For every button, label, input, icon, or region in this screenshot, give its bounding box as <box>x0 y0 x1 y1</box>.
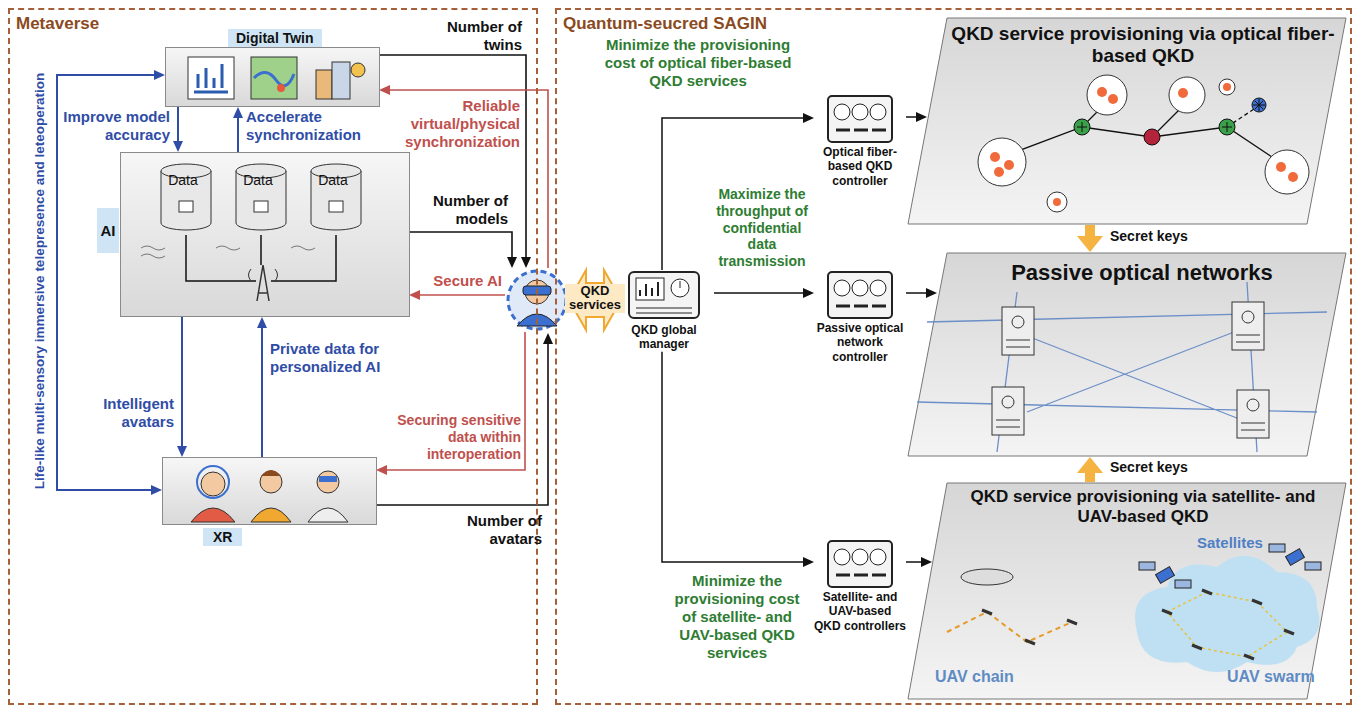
box-heading: XR <box>203 528 242 546</box>
edge-label: Intelligent avatars <box>62 395 174 431</box>
box-heading: AI <box>97 208 119 253</box>
edge-label: Minimize the provisioning cost of optica… <box>598 36 798 90</box>
flow-label: Secure AI <box>420 272 502 290</box>
edge-label: Life-like multi-sensory immersive telepr… <box>32 51 50 511</box>
digital-twin-icons <box>166 48 381 108</box>
flow-label: QKD services <box>565 284 625 313</box>
connector-arrow <box>1085 473 1095 482</box>
connector-arrow <box>906 116 916 118</box>
connector-arrow <box>906 561 921 563</box>
controller-icon <box>814 539 906 589</box>
node-label: Satellite- and UAV-based QKD controllers <box>814 590 906 633</box>
edge-label: Accelerate synchronization <box>246 108 386 144</box>
satellite-label: Satellites <box>1197 534 1263 551</box>
controller-node: Optical fiber-based QKD controller <box>814 94 906 188</box>
connector-arrow <box>261 328 263 457</box>
node-label: Passive optical network controller <box>814 321 906 364</box>
flow-label: Number of avatars <box>430 512 542 548</box>
flow-label: Number of models <box>415 192 508 228</box>
controller-icon <box>814 94 906 144</box>
node-label: QKD global manager <box>614 323 714 352</box>
edge-label: Improve model accuracy <box>60 108 170 144</box>
box-heading: Digital Twin <box>228 29 322 47</box>
connector-arrow <box>181 317 183 446</box>
edge-label: Secret keys <box>1110 459 1188 476</box>
network-panel: QKD service provisioning via satellite- … <box>907 482 1347 700</box>
network-panel: Passive optical networks <box>907 252 1347 457</box>
region-title: Quantum-seucred SAGIN <box>563 14 767 34</box>
data-label: Data <box>313 172 353 189</box>
uav-label: UAV swarm <box>1227 668 1315 686</box>
flow-label: Reliable virtual/physical synchronizatio… <box>385 97 520 151</box>
manager-console <box>614 270 714 322</box>
network-panel: QKD service provisioning via optical fib… <box>907 17 1347 225</box>
connector-arrow <box>177 107 179 141</box>
controller-node: Satellite- and UAV-based QKD controllers <box>814 539 906 633</box>
connector-arrow <box>662 352 803 562</box>
avatars-arrow <box>375 344 548 505</box>
flow-label: Number of twins <box>430 18 522 54</box>
edge-label: Maximize the throughput of confidential … <box>714 186 810 270</box>
connector-arrow <box>1085 225 1095 236</box>
edge-label: Private data for personalized AI <box>270 340 405 376</box>
models-arrow <box>408 232 512 257</box>
panel-heading: Passive optical networks <box>947 260 1337 286</box>
connector-arrow <box>237 118 239 152</box>
edge-label: Minimize the provisioning cost of satell… <box>668 572 806 662</box>
panel-heading: QKD service provisioning via optical fib… <box>949 23 1337 67</box>
edge-label: Secret keys <box>1110 228 1188 245</box>
flow-label: Securing sensitive data within interoper… <box>383 412 521 462</box>
secure-ai-arrow <box>420 294 505 296</box>
controller-icon <box>814 270 906 320</box>
avatar-figures <box>163 458 378 526</box>
connector-arrow <box>906 292 926 294</box>
twin-box: Digital Twin <box>165 47 380 107</box>
manager-node: QKD global manager <box>614 270 714 352</box>
xr-box: XR <box>162 457 377 525</box>
data-label: Data <box>163 172 203 189</box>
connector-arrow <box>714 292 803 294</box>
uav-label: UAV chain <box>935 668 1014 686</box>
node-label: Optical fiber-based QKD controller <box>814 145 906 188</box>
region-title: Metaverse <box>16 14 99 34</box>
data-label: Data <box>238 172 278 189</box>
panel-heading: QKD service provisioning via satellite- … <box>949 487 1337 526</box>
controller-node: Passive optical network controller <box>814 270 906 364</box>
